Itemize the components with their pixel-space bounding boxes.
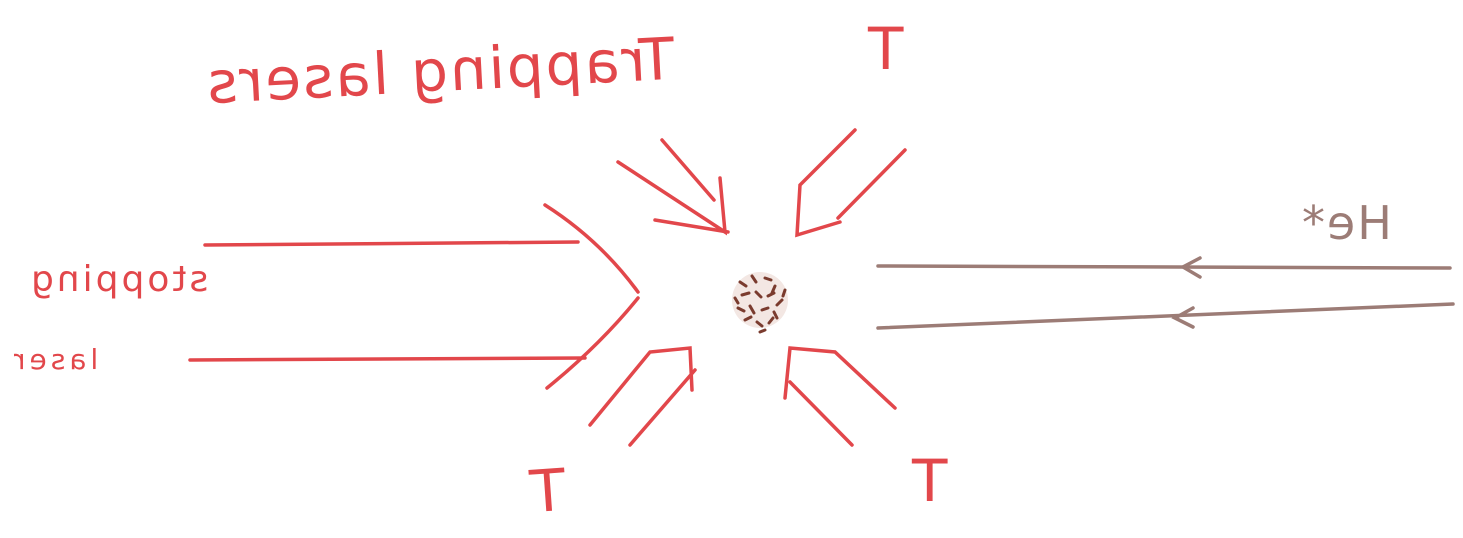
stopping-laser-label-line2: laser: [10, 343, 99, 376]
trap-arrow-lower-right-inner: [788, 380, 854, 447]
trapped-atom-cloud: [732, 272, 788, 334]
trap-label-top-right: T: [868, 15, 904, 83]
trap-label-bottom-right: T: [912, 447, 948, 515]
stopping-laser-beams: [188, 240, 587, 362]
helium-beam-upper: [876, 264, 1452, 270]
chevron-upper-stroke: [543, 203, 640, 294]
trap-arrow-upper-left-base: [653, 218, 730, 234]
trap-arrow-lower-right-outer: [783, 346, 897, 410]
trap-arrow-lower-left-outer: [588, 346, 694, 427]
stopping-laser-chevron: [543, 203, 640, 390]
trap-arrow-upper-left-inner: [660, 138, 716, 202]
helium-label: He*: [1300, 196, 1392, 250]
trap-arrow-lower-left-inner: [628, 368, 697, 447]
trap-label-bottom-left: T: [527, 455, 568, 527]
stopping-beam-upper: [203, 240, 580, 247]
trapping-laser-arrows: [588, 128, 907, 447]
stopping-beam-lower: [188, 356, 587, 362]
helium-atomic-beam: [876, 256, 1455, 330]
trap-arrow-upper-right-outer: [836, 148, 907, 220]
helium-beam-upper-arrowhead: [1179, 256, 1202, 279]
trap-arrow-upper-right-inner: [795, 128, 857, 238]
stopping-laser-label-line1: stopping: [28, 259, 209, 300]
chevron-lower-stroke: [545, 296, 640, 390]
helium-beam-lower-arrowhead: [1171, 306, 1195, 329]
helium-beam-lower: [876, 302, 1455, 330]
